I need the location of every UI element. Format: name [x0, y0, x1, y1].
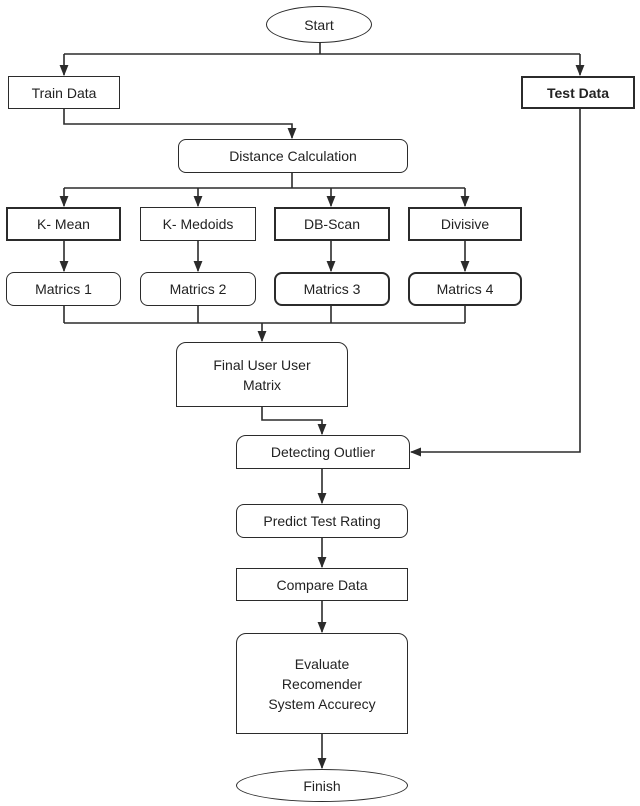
method-dbscan-node: DB-Scan: [274, 207, 390, 241]
evaluate-line-3: System Accurecy: [268, 695, 376, 712]
method-divisive-node: Divisive: [408, 207, 522, 241]
matrics-4-node: Matrics 4: [408, 272, 522, 306]
compare-data-node: Compare Data: [236, 568, 408, 601]
matrics-3-label: Matrics 3: [303, 281, 361, 297]
matrics-4-label: Matrics 4: [436, 281, 494, 297]
method-kmedoids-label: K- Medoids: [162, 216, 234, 232]
finish-label: Finish: [303, 777, 341, 794]
start-label: Start: [304, 16, 334, 33]
matrics-2-label: Matrics 2: [169, 281, 227, 297]
distance-calculation-label: Distance Calculation: [229, 148, 357, 164]
method-dbscan-label: DB-Scan: [303, 216, 361, 232]
final-matrix-line-1: Final User User: [213, 356, 311, 373]
compare-data-label: Compare Data: [276, 576, 368, 593]
detecting-outlier-node: Detecting Outlier: [236, 435, 410, 469]
predict-test-rating-node: Predict Test Rating: [236, 504, 408, 538]
matrics-2-node: Matrics 2: [140, 272, 256, 306]
test-data-label: Test Data: [547, 84, 609, 101]
method-kmean-label: K- Mean: [37, 216, 90, 232]
evaluate-line-1: Evaluate: [294, 655, 350, 672]
final-matrix-node: Final User User Matrix: [176, 342, 348, 407]
matrics-1-node: Matrics 1: [6, 272, 121, 306]
test-data-node: Test Data: [521, 76, 635, 109]
matrics-1-label: Matrics 1: [35, 281, 92, 297]
finish-node: Finish: [236, 769, 408, 802]
evaluate-accuracy-node: Evaluate Recomender System Accurecy: [236, 633, 408, 734]
final-matrix-line-2: Matrix: [242, 376, 282, 393]
method-divisive-label: Divisive: [440, 216, 490, 232]
detecting-outlier-label: Detecting Outlier: [270, 444, 376, 460]
evaluate-line-2: Recomender: [281, 675, 363, 692]
distance-calculation-node: Distance Calculation: [178, 139, 408, 173]
predict-test-rating-label: Predict Test Rating: [263, 513, 381, 529]
train-data-node: Train Data: [8, 76, 120, 109]
method-kmean-node: K- Mean: [6, 207, 121, 241]
method-kmedoids-node: K- Medoids: [140, 207, 256, 241]
matrics-3-node: Matrics 3: [274, 272, 390, 306]
train-data-label: Train Data: [31, 84, 97, 101]
start-node: Start: [266, 6, 372, 43]
